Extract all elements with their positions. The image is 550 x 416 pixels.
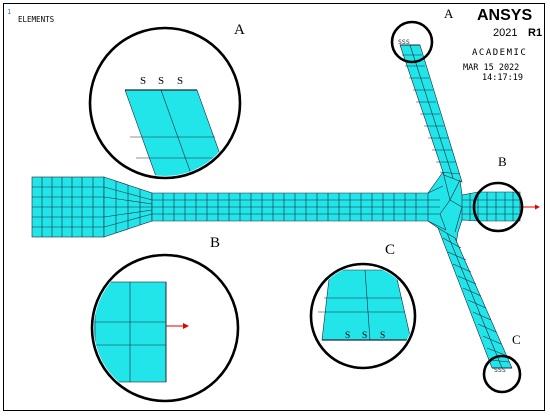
top-supports: SSS — [398, 38, 420, 46]
upper-arm-grid-lines — [402, 44, 461, 179]
marker-circle-c — [482, 354, 522, 394]
marker-label-c: C — [512, 332, 521, 347]
bottom-support-label: SSS — [494, 366, 506, 374]
brand-edition: ACADEMIC — [472, 48, 527, 58]
detail-view-b: B — [90, 235, 240, 403]
bottom-supports: SSS — [492, 366, 512, 374]
bar-grid-lines — [152, 193, 440, 221]
detail-c-support-2: S — [362, 331, 367, 341]
brand-release: R1 — [528, 27, 542, 39]
plot-number: 1 — [7, 8, 11, 16]
plot-frame — [3, 3, 545, 411]
detail-b-load-arrowhead — [183, 323, 189, 329]
plot-title: ELEMENTS — [18, 15, 55, 24]
brand-name: ANSYS — [477, 7, 532, 24]
top-support-label: SSS — [398, 38, 410, 46]
detail-a-label: A — [234, 22, 245, 38]
lower-arm-region — [437, 227, 513, 369]
taper-grid-lines — [103, 181, 153, 233]
detail-a-support-2: S — [158, 75, 164, 87]
detail-c-label: C — [385, 242, 395, 258]
left-grid-lines — [32, 177, 104, 237]
mesh-geometry — [31, 44, 521, 369]
marker-label-a: A — [444, 6, 454, 21]
detail-c-support-1: S — [345, 331, 350, 341]
marker-circle-a — [390, 20, 434, 64]
right-stub-grid-lines — [462, 192, 520, 221]
detail-a-support-3: S — [177, 75, 183, 87]
detail-view-a: A S S S — [88, 22, 245, 180]
detail-view-c: C S S S — [309, 242, 417, 370]
detail-c-support-3: S — [380, 331, 385, 341]
marker-label-b: B — [498, 154, 507, 169]
detail-a-support-1: S — [140, 75, 146, 87]
ansys-logo: ANSYS 2021 R1 — [477, 7, 542, 39]
detail-b-circle — [90, 253, 240, 403]
detail-b-label: B — [210, 235, 220, 251]
marker-circle-b — [472, 181, 524, 233]
lower-arm-grid-lines — [442, 232, 510, 369]
detail-a-circle — [88, 26, 242, 180]
plot-date: MAR 15 2022 — [463, 63, 519, 73]
plot-time: 14:17:19 — [482, 73, 523, 83]
upper-arm-region — [399, 44, 463, 183]
detail-c-circle — [309, 262, 417, 370]
brand-version: 2021 — [493, 27, 517, 39]
